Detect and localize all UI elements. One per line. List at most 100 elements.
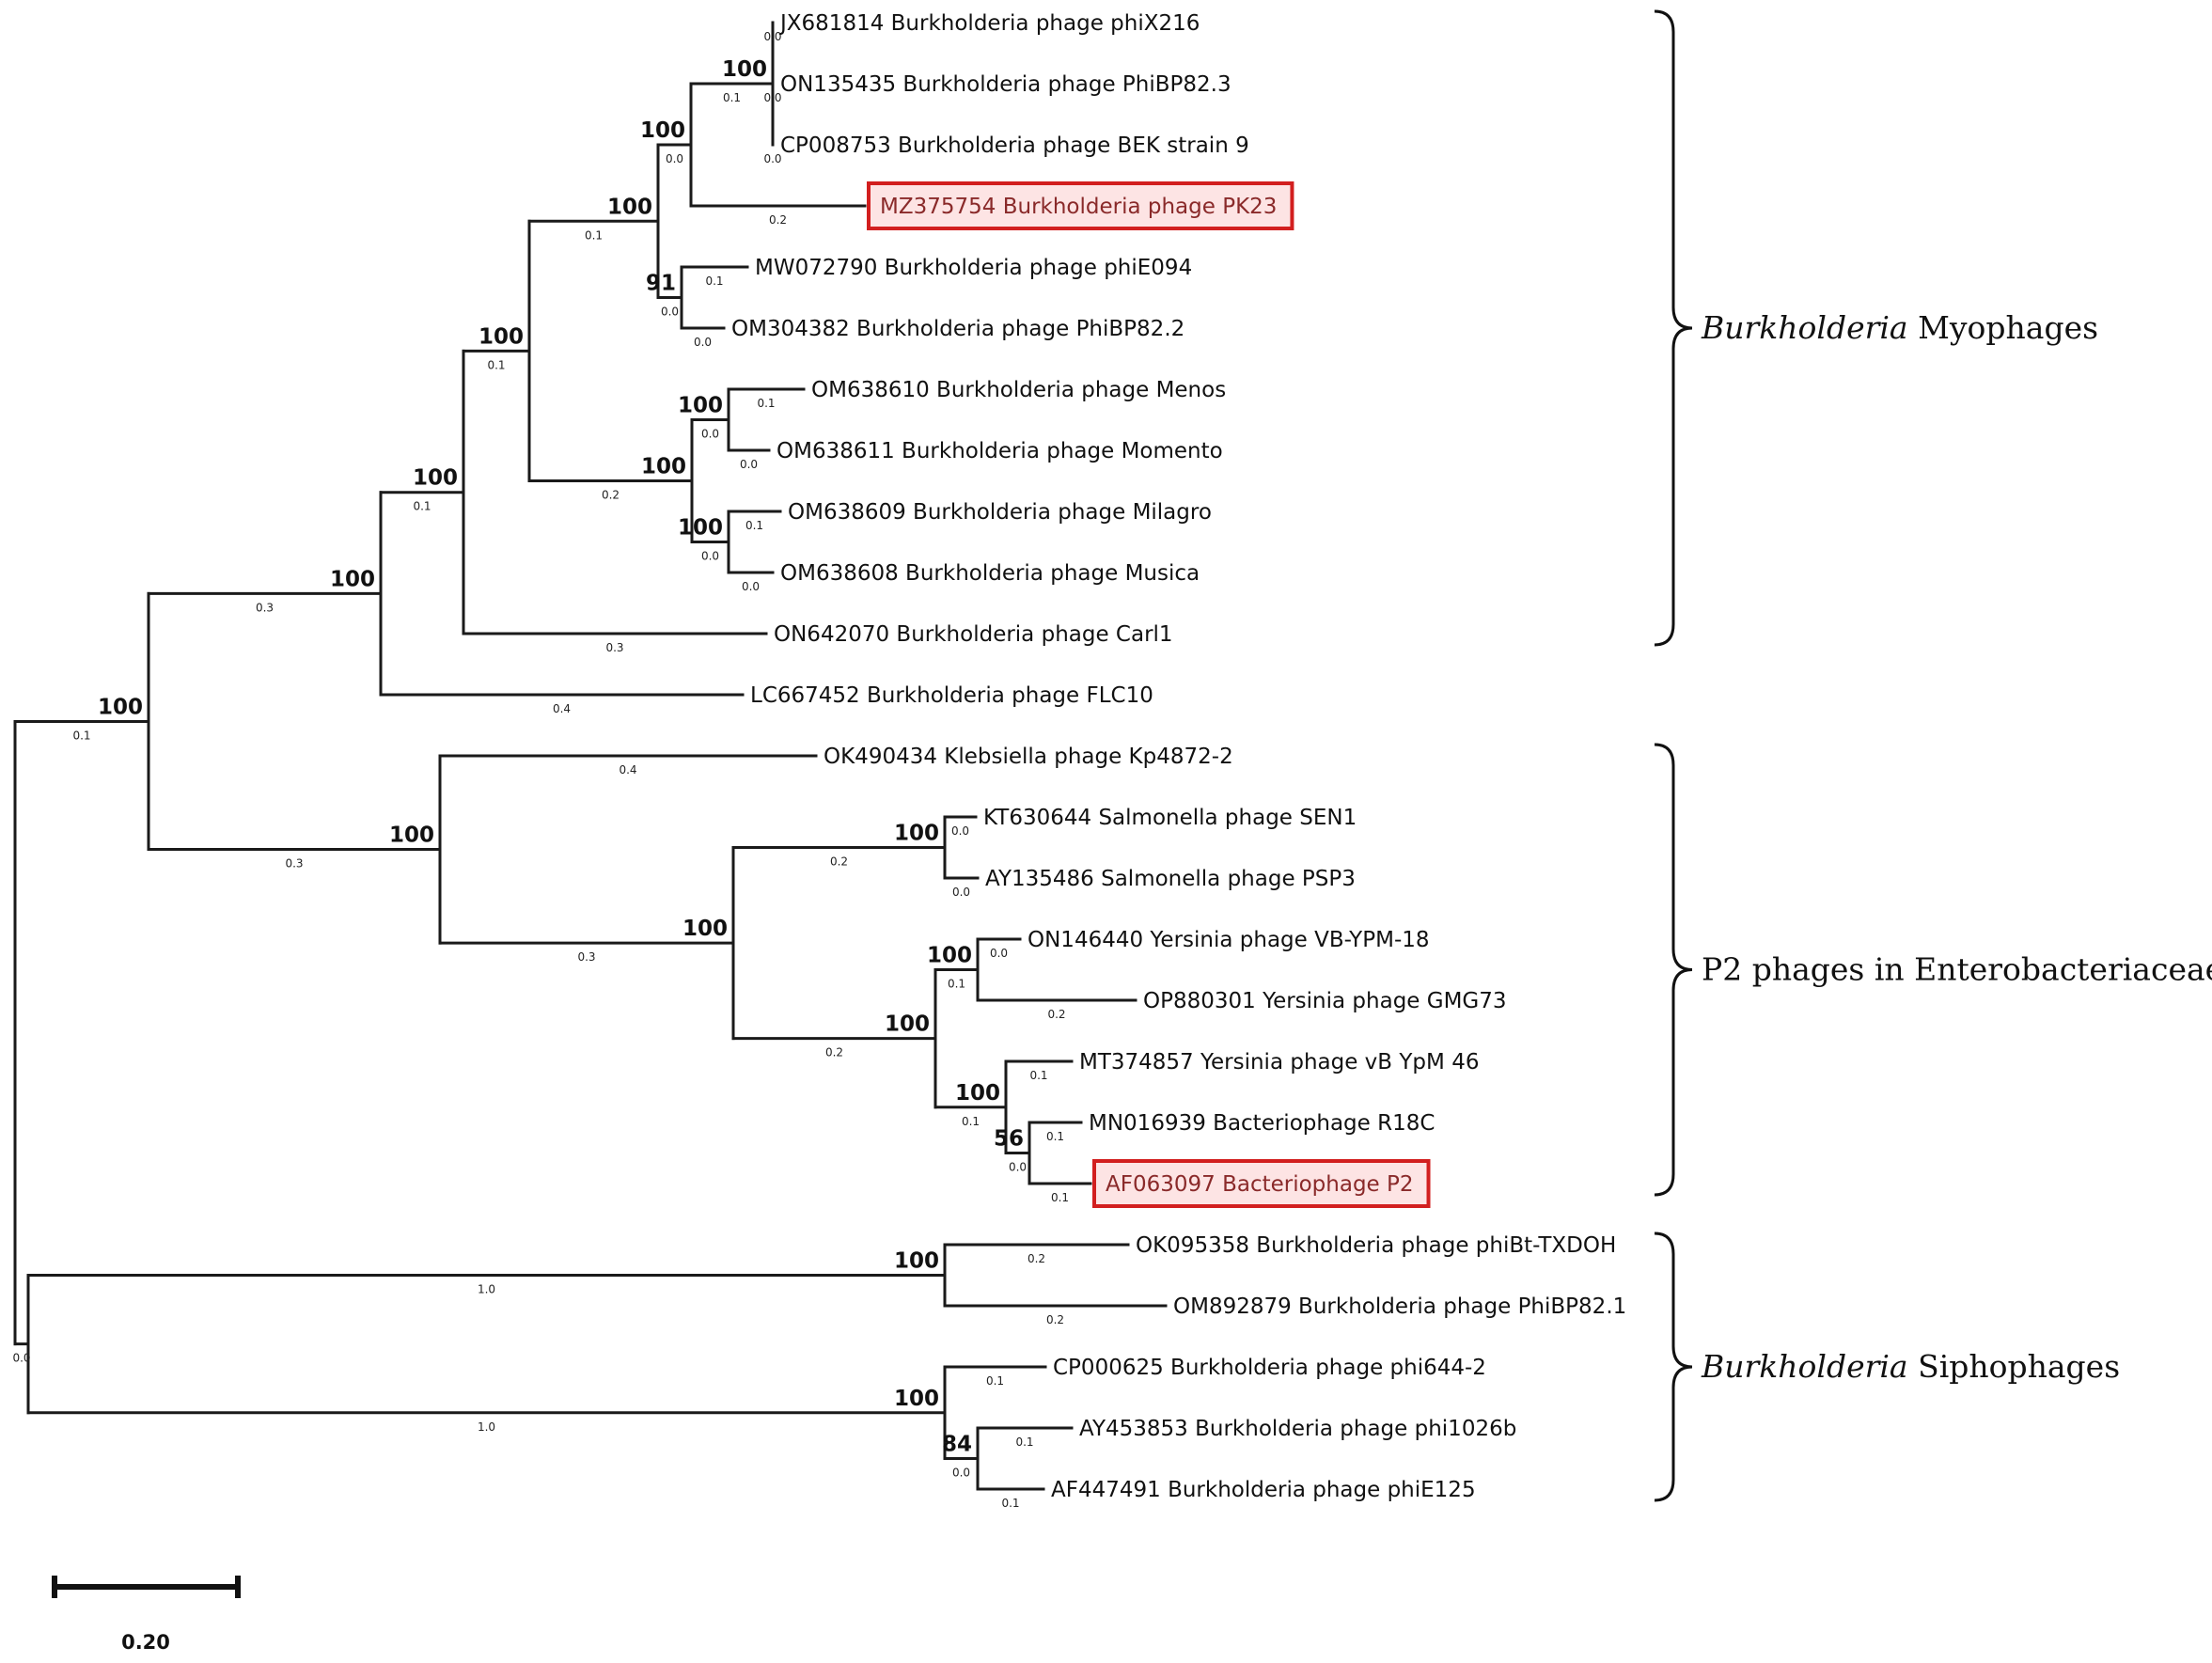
branch-length-label: 0.2	[1046, 1313, 1064, 1326]
branch-length-label: 0.0	[990, 947, 1008, 960]
clade-brace	[1654, 9, 1693, 647]
branch-length-label: 0.3	[285, 857, 303, 871]
leaf-label: OP880301 Yersinia phage GMG73	[1143, 989, 1507, 1013]
leaf-labels: JX681814 Burkholderia phage phiX216ON135…	[731, 11, 1626, 1502]
branch-length-label: 0.0	[701, 428, 719, 441]
tree-branches	[13, 21, 1168, 1491]
branch-length-label: 0.1	[705, 275, 723, 288]
leaf-label: OM304382 Burkholderia phage PhiBP82.2	[731, 317, 1184, 341]
clade-label-rest: Myophages	[1908, 309, 2098, 346]
branch-length-label: 0.3	[256, 601, 274, 614]
bootstrap-value: 100	[607, 195, 652, 219]
leaf-label: OM638608 Burkholderia phage Musica	[780, 561, 1200, 586]
branch-length-label: 0.1	[1046, 1130, 1064, 1143]
bootstrap-value: 56	[994, 1127, 1024, 1152]
branch-length-label: 0.0	[763, 152, 781, 165]
leaf-label: AY135486 Salmonella phage PSP3	[985, 867, 1356, 891]
bootstrap-value: 100	[955, 1081, 1000, 1106]
branch-length-label: 0.1	[1029, 1069, 1047, 1082]
leaf-label: OK095358 Burkholderia phage phiBt-TXDOH	[1136, 1233, 1616, 1258]
bootstrap-value: 100	[678, 516, 723, 541]
leaf-label: AY453853 Burkholderia phage phi1026b	[1079, 1417, 1516, 1441]
leaf-label: ON146440 Yersinia phage VB-YPM-18	[1028, 928, 1430, 952]
bootstrap-value: 100	[927, 944, 972, 968]
branch-length-label: 0.1	[1015, 1436, 1033, 1449]
branch-length-label: 0.0	[12, 1352, 30, 1365]
bootstrap-value: 100	[682, 917, 728, 941]
branch-length-label: 0.0	[694, 336, 712, 349]
leaf-label: AF447491 Burkholderia phage phiE125	[1051, 1478, 1476, 1502]
leaf-label: LC667452 Burkholderia phage FLC10	[750, 683, 1153, 708]
bootstrap-value: 100	[894, 1387, 939, 1411]
branch-length-label: 0.2	[830, 855, 848, 869]
branch-length-label: 0.0	[763, 91, 781, 104]
leaf-label: OM638611 Burkholderia phage Momento	[777, 439, 1223, 463]
bootstrap-value: 100	[389, 824, 434, 848]
clade-brace	[1654, 1232, 1693, 1502]
branch-length-label: 0.0	[952, 886, 970, 899]
bootstrap-value: 100	[722, 57, 767, 82]
branch-length-label: 1.0	[478, 1420, 495, 1434]
branch-length-label: 0.1	[745, 519, 763, 532]
leaf-label: OK490434 Klebsiella phage Kp4872-2	[824, 745, 1233, 769]
branch-length-label: 0.0	[742, 580, 760, 593]
branch-length-label: 0.1	[962, 1115, 980, 1128]
bootstrap-value: 100	[98, 695, 143, 719]
leaf-label: MW072790 Burkholderia phage phiE094	[755, 256, 1192, 280]
leaf-label: OM638610 Burkholderia phage Menos	[811, 378, 1226, 402]
clade-annotations: Burkholderia Myophages P2 phages in Enter…	[1654, 9, 2212, 1502]
leaf-label: MN016939 Bacteriophage R18C	[1089, 1111, 1435, 1136]
branch-length-label: 0.1	[986, 1374, 1004, 1388]
bootstrap-value: 100	[885, 1012, 930, 1037]
clade-label: Burkholderia Siphophages	[1701, 1348, 2120, 1385]
bootstrap-value: 100	[894, 822, 939, 846]
branch-length-label: 0.4	[619, 763, 636, 777]
branch-length-labels: 0.0 0.0 0.0 0.1 0.2 0.1 0.0 0.0 0.0 0.1 0.0 0.1 0.0 0…	[12, 30, 1069, 1510]
bootstrap-value: 91	[646, 272, 676, 296]
branch-length-label: 0.2	[825, 1046, 843, 1059]
branch-length-label: 0.1	[1051, 1191, 1069, 1204]
branch-length-label: 0.0	[701, 550, 719, 563]
clade-label: P2 phages in Enterobacteriaceae	[1702, 951, 2212, 988]
branch-length-label: 0.1	[723, 91, 741, 104]
branch-length-label: 1.0	[478, 1283, 495, 1296]
branch-length-label: 0.2	[602, 489, 620, 502]
clade-label: Burkholderia Myophages	[1701, 309, 2098, 346]
branch-length-label: 0.0	[951, 824, 969, 838]
leaf-label: KT630644 Salmonella phage SEN1	[983, 806, 1357, 830]
clade-label-rest: Siphophages	[1908, 1348, 2121, 1385]
leaf-label: ON642070 Burkholderia phage Carl1	[774, 622, 1173, 647]
branch-length-label: 0.4	[553, 702, 571, 715]
clade-brace	[1654, 743, 1693, 1197]
branch-length-label: 0.0	[740, 458, 758, 471]
leaf-label: OM638609 Burkholderia phage Milagro	[788, 500, 1212, 525]
branch-length-label: 0.1	[1001, 1497, 1019, 1510]
branch-length-label: 0.0	[666, 152, 683, 165]
bootstrap-value: 100	[413, 466, 458, 491]
leaf-label: CP008753 Burkholderia phage BEK strain 9	[780, 133, 1249, 158]
scale-bar-label: 0.20	[121, 1631, 170, 1654]
bootstrap-value: 100	[640, 118, 685, 143]
branch-length-label: 0.1	[757, 397, 775, 410]
bootstrap-value: 84	[942, 1433, 972, 1457]
branch-length-label: 0.2	[769, 213, 787, 227]
bootstrap-value: 100	[894, 1249, 939, 1274]
bootstrap-value: 100	[678, 394, 723, 418]
branch-length-label: 0.2	[1047, 1008, 1065, 1021]
leaf-label: JX681814 Burkholderia phage phiX216	[778, 11, 1200, 36]
clade-label-genus: Burkholderia	[1701, 1348, 1908, 1385]
branch-length-label: 0.3	[577, 950, 595, 964]
branch-length-label: 0.0	[763, 30, 781, 43]
branch-length-label: 0.0	[952, 1467, 970, 1480]
branch-length-label: 0.2	[1028, 1252, 1045, 1265]
leaf-label: MT374857 Yersinia phage vB YpM 46	[1079, 1050, 1479, 1075]
branch-length-label: 0.1	[413, 500, 431, 513]
branch-length-label: 0.1	[585, 228, 603, 242]
leaf-label: OM892879 Burkholderia phage PhiBP82.1	[1173, 1294, 1626, 1319]
branch-length-label: 0.0	[661, 306, 679, 319]
branch-length-label: 0.3	[605, 641, 623, 654]
leaf-label: CP000625 Burkholderia phage phi644-2	[1053, 1356, 1486, 1380]
bootstrap-value: 100	[478, 324, 524, 349]
bootstrap-value: 100	[641, 455, 686, 479]
scale-bar: 0.20	[52, 1576, 241, 1654]
